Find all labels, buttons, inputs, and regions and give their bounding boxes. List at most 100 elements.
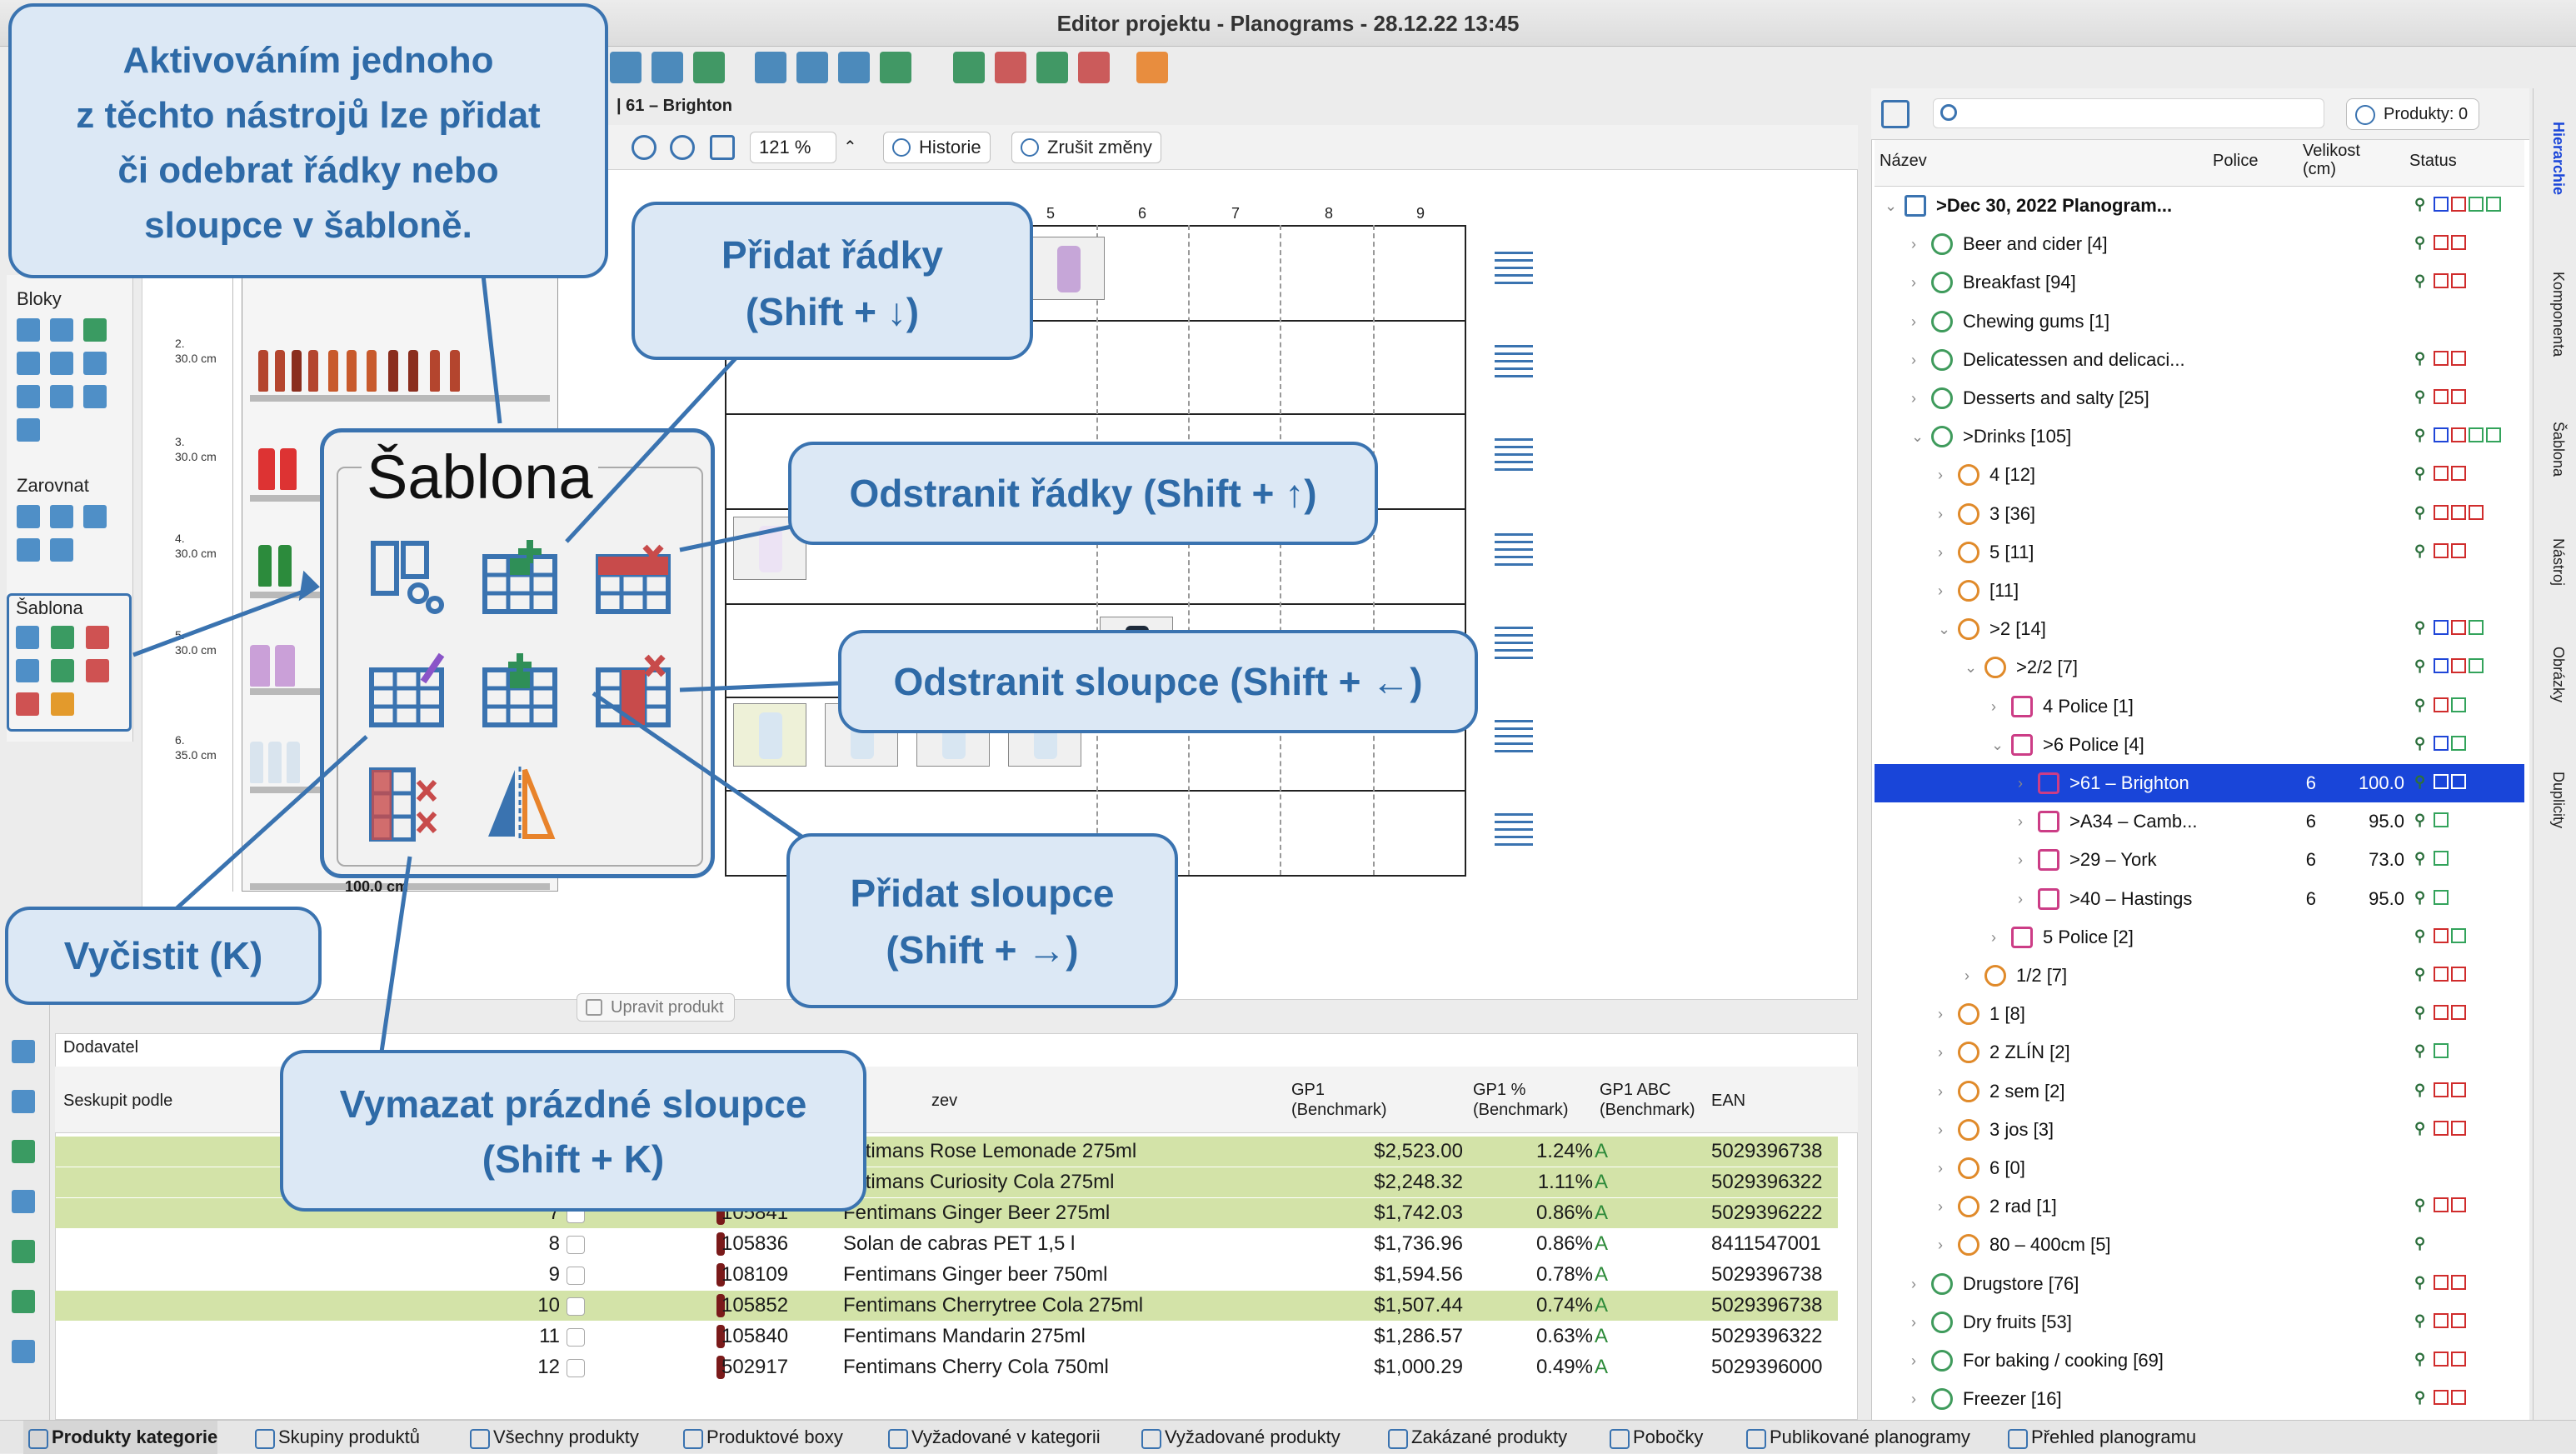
expand-chevron-icon[interactable]: ›	[1938, 1198, 1943, 1216]
zoom-in-icon[interactable]	[670, 135, 695, 160]
row-handle-icon[interactable]	[1495, 813, 1533, 847]
align-left-icon[interactable]	[17, 505, 40, 528]
row-handle-icon[interactable]	[1495, 720, 1533, 753]
tree-row[interactable]: ›2 ZLÍN [2]⚲	[1875, 1033, 2524, 1072]
expand-chevron-icon[interactable]: ›	[2018, 813, 2023, 831]
col-status[interactable]: Status	[2409, 152, 2457, 170]
table-view-icon[interactable]	[1881, 100, 1910, 128]
add-columns-icon[interactable]	[51, 659, 74, 682]
expand-chevron-icon[interactable]: ›	[1964, 967, 1969, 984]
tree-row[interactable]: ›4 [12]⚲	[1875, 456, 2524, 494]
table-icon[interactable]	[755, 52, 786, 83]
tree-row[interactable]: ›2 sem [2]⚲	[1875, 1072, 2524, 1111]
expand-chevron-icon[interactable]: ›	[1911, 1352, 1916, 1369]
col-name[interactable]: Název	[1880, 152, 1927, 170]
block-tool-icon[interactable]	[50, 385, 73, 408]
mirror-icon[interactable]	[482, 765, 558, 842]
row-handle-icon[interactable]	[1495, 627, 1533, 660]
expand-chevron-icon[interactable]: ›	[1938, 1082, 1943, 1100]
add-rows-icon[interactable]	[51, 626, 74, 649]
tree-row[interactable]: ›Breakfast [94]⚲	[1875, 263, 2524, 302]
expand-chevron-icon[interactable]: ⌄	[1991, 736, 2004, 753]
add-rows-icon[interactable]	[482, 538, 558, 615]
excel-export-icon[interactable]	[12, 1290, 35, 1313]
zoom-field[interactable]: 121 %	[750, 132, 836, 163]
align-right-icon[interactable]	[83, 505, 107, 528]
tree-row[interactable]: ›5 [11]⚲	[1875, 533, 2524, 572]
tab-hierarchie[interactable]: Hierarchie	[2550, 122, 2567, 196]
history-button[interactable]: Historie	[883, 132, 991, 163]
excel-icon[interactable]	[1036, 52, 1068, 83]
layout-icon[interactable]	[610, 52, 642, 83]
align-columns-icon[interactable]	[50, 538, 73, 562]
store-icon[interactable]	[693, 52, 725, 83]
zoom-out-icon[interactable]	[632, 135, 656, 160]
row-handle-icon[interactable]	[1495, 252, 1533, 285]
flag-icon[interactable]	[12, 1140, 35, 1163]
col-police[interactable]: Police	[2213, 152, 2259, 170]
expand-chevron-icon[interactable]: ›	[1911, 390, 1916, 407]
mirror-icon[interactable]	[51, 692, 74, 716]
tree-row[interactable]: ›2 rad [1]⚲	[1875, 1187, 2524, 1226]
col-name[interactable]: zev	[931, 1092, 958, 1110]
tab-sablona[interactable]: Šablona	[2550, 422, 2567, 477]
expand-chevron-icon[interactable]: ›	[1938, 1237, 1943, 1254]
clear-icon[interactable]	[16, 659, 39, 682]
products-filter-badge[interactable]: Produkty: 0	[2346, 98, 2479, 130]
expand-chevron-icon[interactable]: ›	[1911, 312, 1916, 330]
tree-row[interactable]: ›1/2 [7]⚲	[1875, 957, 2524, 995]
row-handle-icon[interactable]	[1495, 438, 1533, 472]
expand-chevron-icon[interactable]: ›	[1938, 467, 1943, 484]
tab-zakazane-produkty[interactable]: Zakázané produkty	[1383, 1421, 1567, 1454]
zoom-stepper[interactable]: ⌃	[843, 138, 857, 157]
row-checkbox[interactable]	[567, 1359, 585, 1377]
tab-skupiny-produktu[interactable]: Skupiny produktů	[250, 1421, 420, 1454]
grid-icon[interactable]	[796, 52, 828, 83]
tree-row[interactable]: › [11]	[1875, 572, 2524, 610]
chart-icon[interactable]	[995, 52, 1026, 83]
row-checkbox[interactable]	[567, 1267, 585, 1285]
block-tool-icon[interactable]	[50, 318, 73, 342]
block-tool-icon[interactable]	[83, 318, 107, 342]
tree-row[interactable]: ›Delicatessen and delicaci...⚲	[1875, 341, 2524, 379]
tree-row[interactable]: ⌄>Drinks [105]⚲	[1875, 417, 2524, 456]
block-tool-icon[interactable]	[17, 418, 40, 442]
block-tool-icon[interactable]	[50, 352, 73, 375]
expand-chevron-icon[interactable]: ›	[1938, 543, 1943, 561]
edit-product-button[interactable]: Upravit produkt	[577, 993, 735, 1022]
block-tool-icon[interactable]	[17, 318, 40, 342]
expand-chevron-icon[interactable]: ›	[2018, 852, 2023, 869]
expand-chevron-icon[interactable]: ›	[1991, 928, 1996, 946]
expand-chevron-icon[interactable]: ›	[1938, 582, 1943, 599]
hierarchy-search-input[interactable]	[1933, 98, 2324, 128]
discard-changes-button[interactable]: Zrušit změny	[1011, 132, 1161, 163]
supplier-filter[interactable]: Dodavatel	[63, 1038, 139, 1057]
fit-icon[interactable]	[710, 135, 735, 160]
tab-vsechny-produkty[interactable]: Všechny produkty	[465, 1421, 639, 1454]
expand-chevron-icon[interactable]: ›	[1911, 274, 1916, 292]
col-velikost[interactable]: Velikost (cm)	[2303, 142, 2360, 178]
tree-row[interactable]: ⌄>6 Police [4]⚲	[1875, 726, 2524, 764]
tree-row[interactable]: ⌄>Dec 30, 2022 Planogram...⚲	[1875, 187, 2524, 225]
tab-produktove-boxy[interactable]: Produktové boxy	[678, 1421, 843, 1454]
tab-nastroj[interactable]: Nástroj	[2550, 538, 2567, 587]
excel-icon[interactable]	[12, 1240, 35, 1263]
expand-chevron-icon[interactable]: ›	[2018, 775, 2023, 792]
remove-rows-icon[interactable]	[86, 626, 109, 649]
delete-empty-columns-icon[interactable]	[368, 765, 445, 842]
template-tool-icon[interactable]	[16, 626, 39, 649]
expand-chevron-icon[interactable]: ›	[2018, 890, 2023, 907]
row-checkbox[interactable]	[567, 1297, 585, 1316]
beta-icon[interactable]	[880, 52, 911, 83]
expand-chevron-icon[interactable]: ›	[1938, 1121, 1943, 1138]
expand-chevron-icon[interactable]: ›	[1938, 1160, 1943, 1177]
col-ean[interactable]: EAN	[1711, 1092, 1746, 1110]
layers-icon[interactable]	[12, 1040, 35, 1063]
